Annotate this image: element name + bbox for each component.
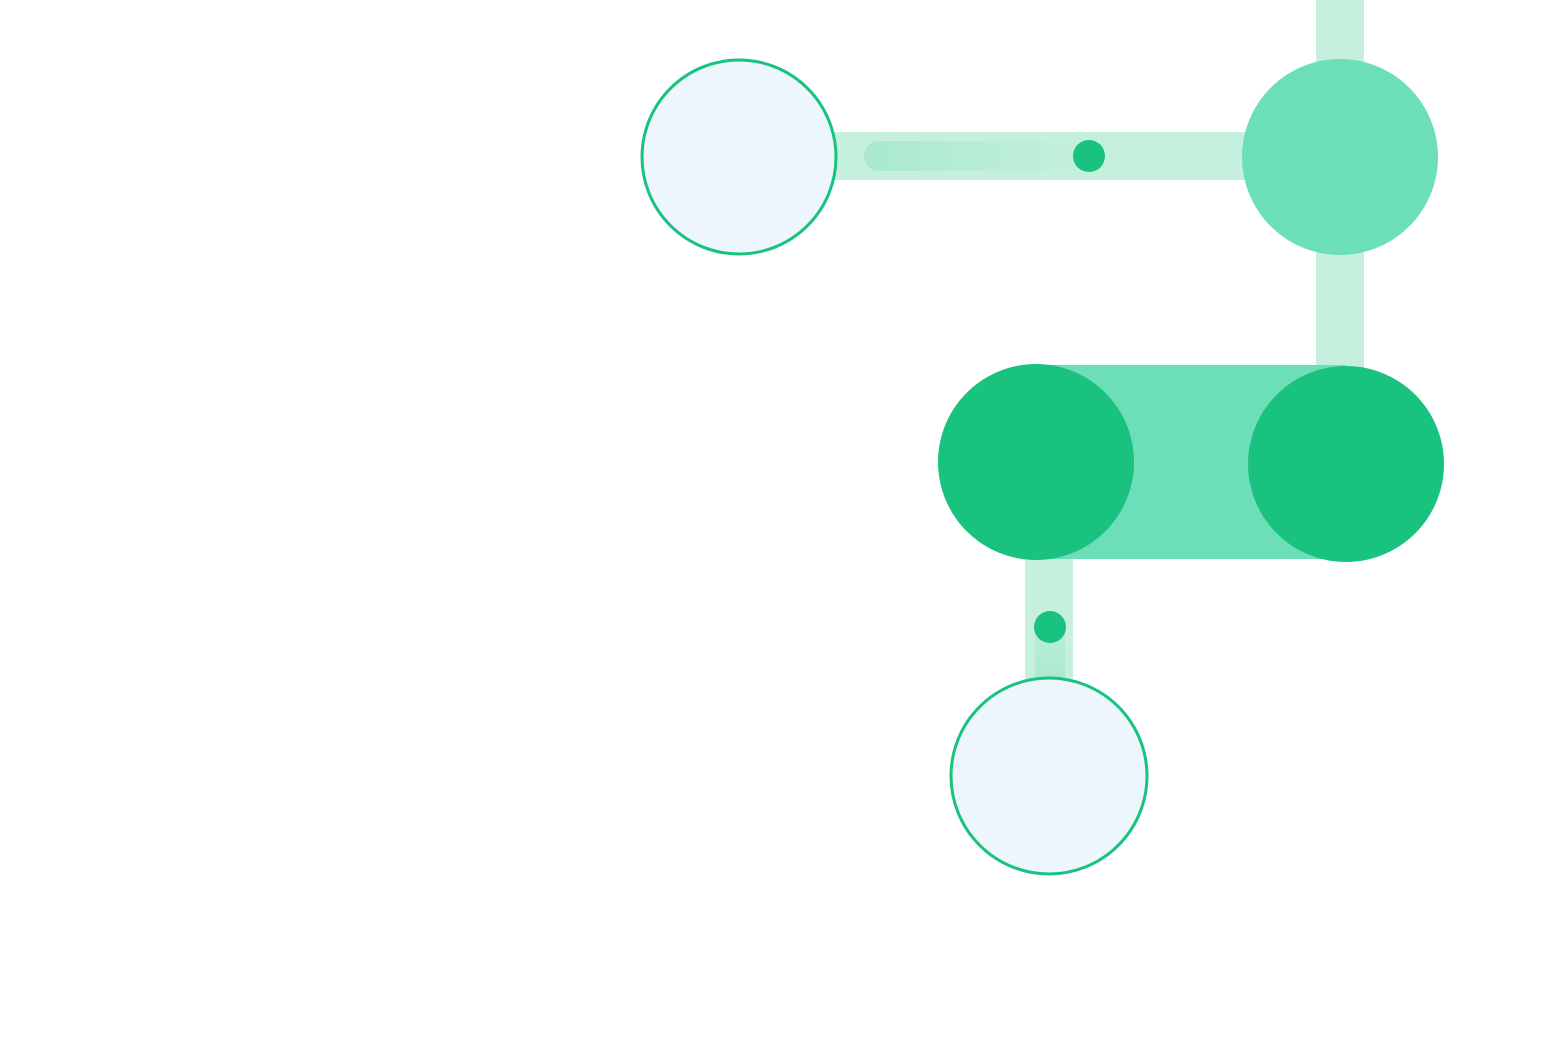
progress-trail-top	[864, 141, 1089, 171]
node-top-right[interactable]	[1242, 59, 1438, 255]
node-middle-left[interactable]	[938, 364, 1134, 560]
node-middle-right[interactable]	[1248, 366, 1444, 562]
node-bottom[interactable]	[949, 676, 1149, 876]
progress-dot-bottom	[1034, 611, 1066, 643]
progress-dot-top	[1073, 140, 1105, 172]
node-top-left[interactable]	[640, 58, 838, 256]
